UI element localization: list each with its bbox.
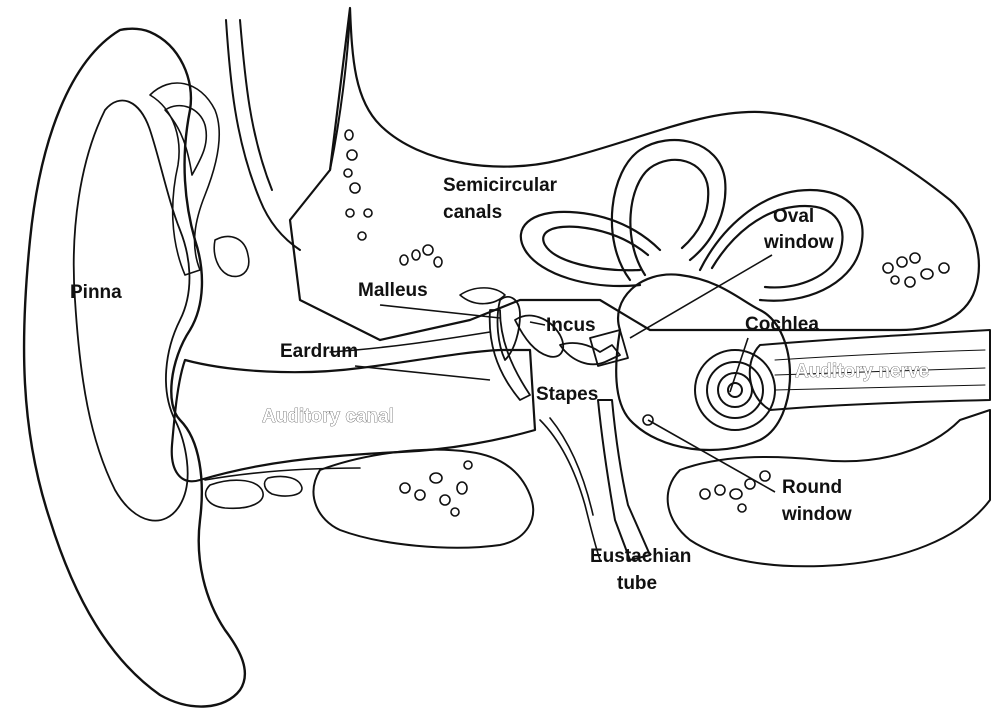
label-oval-window-line1: Oval <box>773 206 814 227</box>
label-semicircular-canals-line2: canals <box>443 202 502 223</box>
leader-malleus <box>380 305 500 318</box>
label-malleus: Malleus <box>358 280 428 301</box>
lower-bone <box>314 410 990 566</box>
label-cochlea: Cochlea <box>745 314 819 335</box>
leader-incus <box>530 322 545 325</box>
leader-round-window <box>648 420 775 492</box>
label-oval-window-line2: window <box>763 232 834 253</box>
leader-eardrum <box>355 366 490 380</box>
label-round-window-line1: Round <box>782 477 842 498</box>
label-stapes: Stapes <box>536 384 598 405</box>
label-incus: Incus <box>546 315 596 336</box>
label-pinna: Pinna <box>70 282 122 303</box>
label-auditory-nerve: Auditory nerve <box>795 361 929 382</box>
label-eustachian-tube-line1: Eustachian <box>590 546 691 567</box>
label-semicircular-canals-line1: Semicircular <box>443 175 558 196</box>
bone-pores <box>344 130 949 516</box>
label-round-window-line2: window <box>781 504 852 525</box>
pinna-shape <box>24 29 249 707</box>
label-auditory-canal: Auditory canal <box>262 406 394 427</box>
label-eustachian-tube-line2: tube <box>617 573 657 594</box>
temporal-bone <box>226 8 979 340</box>
label-eardrum: Eardrum <box>280 341 358 362</box>
